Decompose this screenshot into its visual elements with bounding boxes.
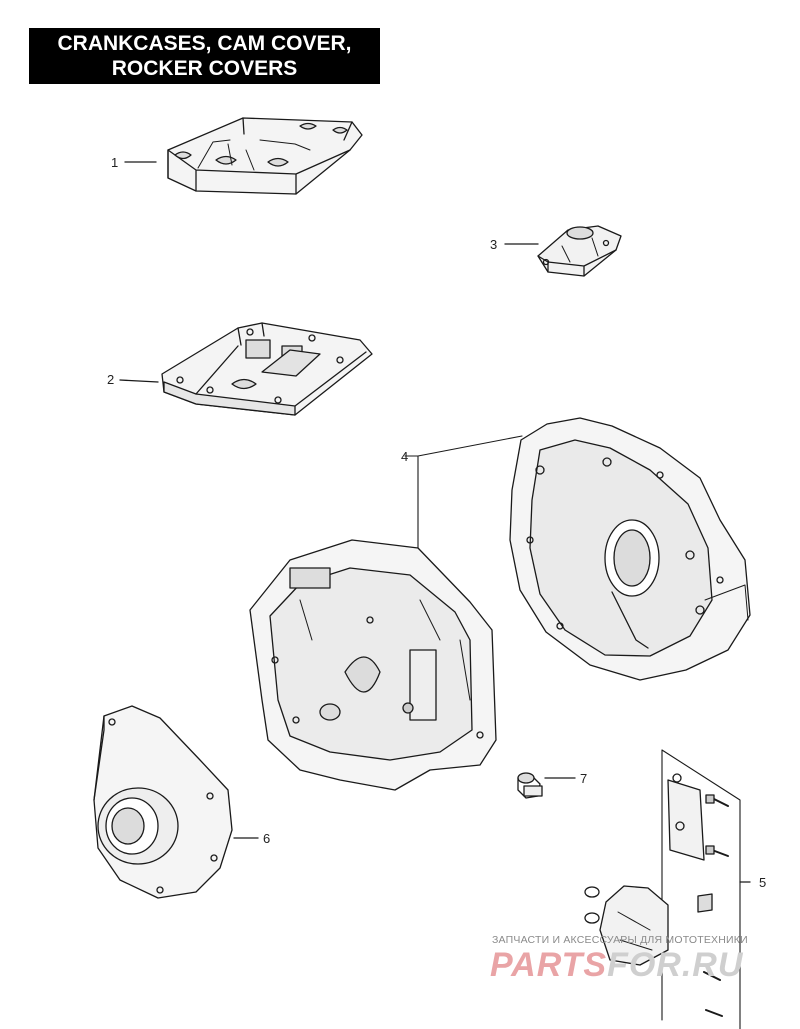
part-6-cam-cover [93, 705, 233, 899]
part-4-crankcase-left-half [249, 539, 497, 791]
callout-6: 6 [263, 831, 270, 846]
leader-line-2 [119, 379, 159, 383]
callout-4: 4 [401, 449, 408, 464]
callout-1: 1 [111, 155, 118, 170]
watermark-logo-part2: FOR.RU [607, 946, 744, 984]
leader-line-4 [404, 435, 523, 549]
callout-2: 2 [107, 372, 114, 387]
title-line-1: CRANKCASES, CAM COVER, [57, 32, 352, 55]
part-4-crankcase-right-half [509, 417, 751, 681]
part-2-lower-rocker-cover [161, 322, 373, 416]
watermark-logo: PARTSFOR.RU [490, 946, 743, 985]
part-5-bracket-kit [584, 773, 729, 1017]
watermark-subtitle: ЗАПЧАСТИ И АКСЕССУАРЫ ДЛЯ МОТОТЕХНИКИ [492, 934, 748, 946]
part-7-plug [517, 772, 543, 799]
part-1-upper-rocker-cover [167, 117, 363, 195]
part-3-breather-cover [537, 225, 622, 277]
title-line-2: ROCKER COVERS [111, 57, 298, 80]
callout-7: 7 [580, 771, 587, 786]
callout-5: 5 [759, 875, 766, 890]
part-5-kit-box [661, 749, 741, 1029]
callout-3: 3 [490, 237, 497, 252]
watermark-logo-part1: PARTS [490, 946, 608, 984]
diagram-title: CRANKCASES, CAM COVER, ROCKER COVERS [29, 28, 380, 84]
